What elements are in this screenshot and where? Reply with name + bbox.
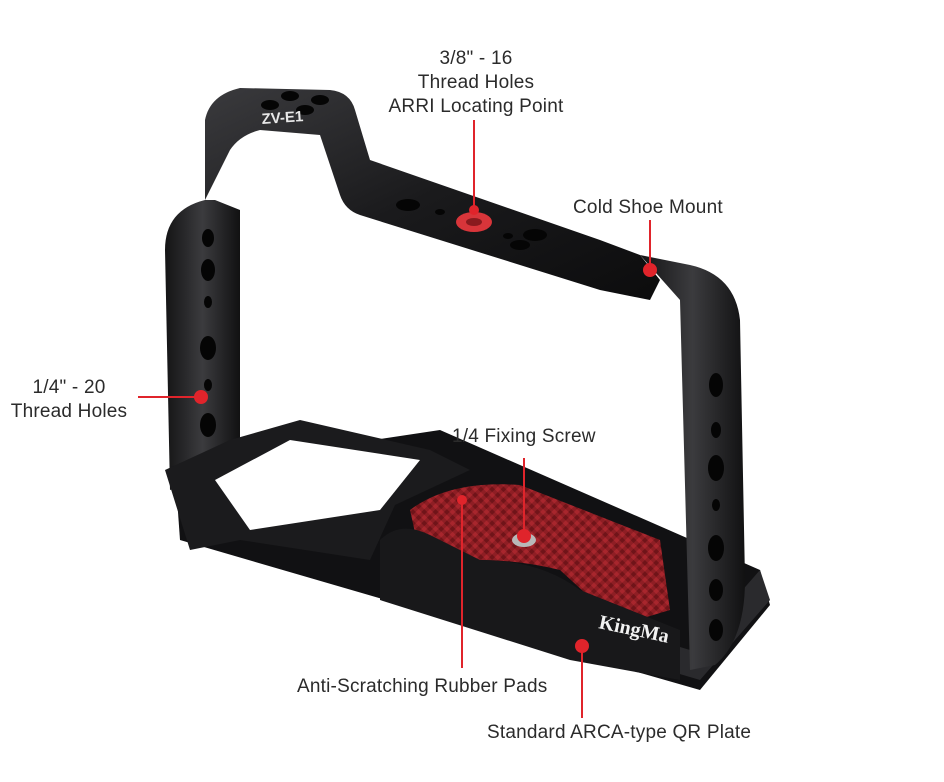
grip-window (215, 440, 420, 530)
right-upright (640, 255, 745, 670)
callout-fixing-screw: 1/4 Fixing Screw (452, 426, 596, 447)
callout-top-holes-line2: Thread Holes (417, 72, 535, 93)
callout-top-holes-line3: ARRI Locating Point (388, 96, 564, 117)
right-side-holes (708, 373, 724, 641)
callout-top-holes-line1: 3/8" - 16 (439, 48, 513, 69)
callout-top-holes: 3/8" - 16 Thread Holes ARRI Locating Poi… (389, 47, 564, 119)
callout-side-holes-line2: Thread Holes (10, 401, 128, 422)
front-plate (380, 528, 680, 680)
model-engraving: ZV-E1 (261, 108, 304, 128)
callout-cold-shoe: Cold Shoe Mount (573, 197, 723, 218)
callout-side-holes: 1/4" - 20 Thread Holes (11, 376, 127, 424)
left-side-holes (200, 229, 216, 437)
top-holes (261, 91, 547, 250)
callout-markers (138, 120, 657, 718)
top-bar (205, 88, 660, 300)
callout-qr-plate: Standard ARCA-type QR Plate (487, 722, 752, 743)
callout-rubber-pads: Anti-Scratching Rubber Pads (297, 676, 548, 697)
rubber-pad (410, 484, 670, 625)
callout-side-holes-line1: 1/4" - 20 (32, 377, 106, 398)
